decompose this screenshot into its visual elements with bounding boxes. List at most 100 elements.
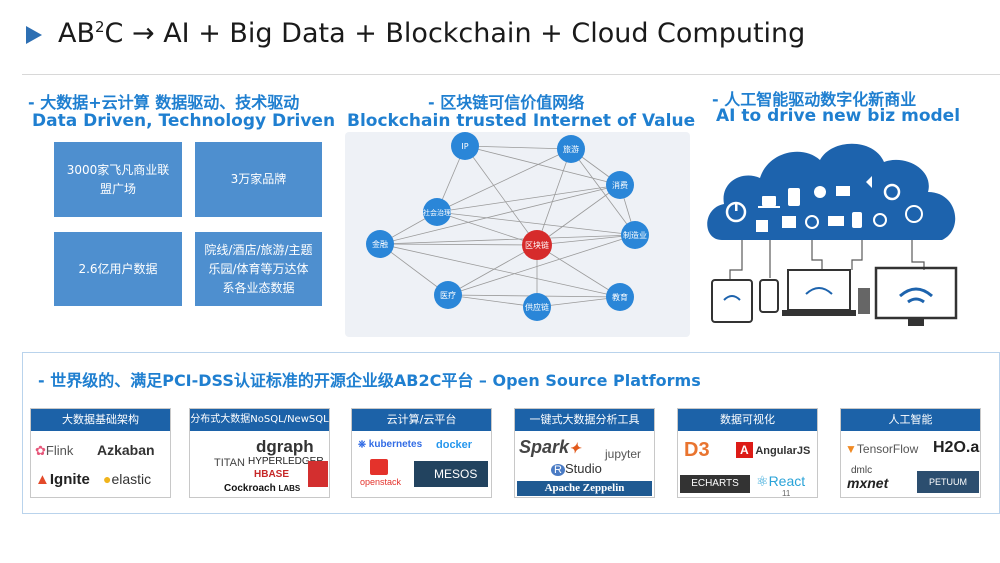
- network-edge: [379, 243, 621, 299]
- mobile-icon: [852, 212, 862, 228]
- network-node-circle: [451, 132, 479, 160]
- dgraph-logo: dgraph: [256, 437, 314, 456]
- echarts-logo: ECHARTS: [680, 475, 750, 493]
- network-edge: [379, 242, 538, 247]
- cloud-icon: [707, 143, 956, 240]
- network-node: 社会治理: [423, 198, 451, 226]
- angularjs-logo: A AngularJS: [736, 442, 810, 458]
- tile-business-data: 院线/酒店/旅游/主题乐园/体育等万达体系各业态数据: [195, 232, 322, 306]
- network-edge: [436, 211, 636, 237]
- d3-logo: D3: [684, 439, 710, 461]
- hyperledger-logo: HYPERLEDGER: [248, 456, 324, 467]
- hbase-logo: HBASE: [254, 469, 290, 480]
- network-node: 医疗: [434, 281, 462, 309]
- page-number: 11: [782, 489, 791, 498]
- network-node-label: 消费: [612, 180, 628, 190]
- monitor-device: [874, 266, 958, 326]
- mail-icon: [836, 186, 850, 196]
- network-node-circle: [606, 283, 634, 311]
- network-node-circle: [621, 221, 649, 249]
- category-title: 人工智能: [841, 409, 980, 431]
- dmlc-logo: dmlc: [851, 465, 873, 476]
- title-arrow-icon: [26, 26, 42, 44]
- titan-logo: TITAN: [214, 457, 245, 469]
- bigdata-heading-en: Data Driven, Technology Driven: [32, 111, 336, 131]
- network-edge: [447, 294, 538, 309]
- network-edge: [570, 148, 636, 236]
- network-edge: [436, 184, 621, 214]
- network-node-label: 供应链: [525, 302, 549, 312]
- category-title: 数据可视化: [678, 409, 817, 431]
- laptop-device: [782, 269, 856, 316]
- jupyter-logo: jupyter: [605, 447, 642, 461]
- network-node-label: 制造业: [623, 230, 647, 240]
- category-visualization: 数据可视化 D3 A AngularJS ECHARTS ⚛React 11: [677, 408, 818, 498]
- petuum-logo: PETUUM: [917, 471, 979, 493]
- network-edge: [379, 243, 449, 296]
- azkaban-logo: Azkaban: [97, 442, 155, 458]
- network-edge: [536, 148, 572, 246]
- network-node-circle: [366, 230, 394, 258]
- network-node-label: 金融: [372, 239, 388, 249]
- chat-icon: [756, 220, 768, 232]
- laptop-icon: [762, 196, 776, 206]
- phone-device: [759, 279, 779, 313]
- network-node: 区块链: [522, 230, 552, 260]
- network-edge: [379, 234, 636, 246]
- mesos-logo: MESOS: [414, 461, 488, 487]
- category-nosql: 分布式大数据NoSQL/NewSQL dgraph TITAN HYPERLED…: [189, 408, 330, 498]
- envelope-icon: [828, 216, 844, 226]
- zeppelin-logo: Apache Zeppelin: [517, 481, 652, 496]
- tile-users: 2.6亿用户数据: [54, 232, 182, 306]
- network-edge: [436, 148, 572, 213]
- wifi-icon: [873, 213, 887, 227]
- ai-heading-en: AI to drive new biz model: [716, 106, 961, 126]
- network-edge: [464, 145, 538, 246]
- ai-cloud-illustration: [707, 143, 958, 326]
- recycle-icon: [805, 215, 819, 229]
- gear-icon: [814, 186, 826, 198]
- react-logo: ⚛React: [756, 473, 806, 489]
- kubernetes-logo: ⎈ kubernetes: [358, 439, 423, 450]
- network-node-circle: [434, 281, 462, 309]
- blockchain-heading-en: Blockchain trusted Internet of Value: [347, 111, 696, 131]
- network-node-circle: [557, 135, 585, 163]
- bigdata-heading-cn: - 大数据+云计算 数据驱动、技术驱动: [28, 93, 300, 112]
- network-edge: [464, 145, 621, 187]
- network-edge: [536, 244, 621, 298]
- network-node-label: 医疗: [440, 290, 456, 300]
- network-edge: [447, 244, 538, 296]
- docker-logo: docker: [436, 439, 473, 451]
- network-edge: [436, 211, 538, 246]
- server-device: [858, 288, 870, 314]
- network-edge: [536, 234, 636, 247]
- network-node: IP: [451, 132, 479, 160]
- platforms-panel: [22, 352, 1000, 514]
- slide-title: AB2C → AI + Big Data + Blockchain + Clou…: [58, 18, 806, 49]
- network-node: 消费: [606, 171, 634, 199]
- cockroach-logo: Cockroach LABS: [224, 483, 301, 494]
- category-cloud: 云计算/云平台 ⎈ kubernetes docker openstack ME…: [351, 408, 492, 498]
- mxnet-logo: mxnet: [847, 475, 889, 491]
- spark-logo: Spark✦: [519, 437, 581, 457]
- tile-brands: 3万家品牌: [195, 142, 322, 217]
- network-edge: [464, 145, 572, 151]
- h2o-logo: H2O.ai: [933, 439, 981, 456]
- openstack-icon: [370, 459, 388, 475]
- network-edge: [536, 184, 621, 246]
- network-node: 制造业: [621, 221, 649, 249]
- tablet-device: [711, 279, 753, 323]
- blockchain-heading-cn: - 区块链可信价值网络: [428, 93, 585, 112]
- network-edge: [379, 184, 621, 246]
- power-icon-bar: [735, 202, 738, 211]
- network-node: 旅游: [557, 135, 585, 163]
- network-node-label: 旅游: [563, 144, 579, 154]
- network-node-label: 区块链: [525, 240, 549, 250]
- network-node-circle: [522, 230, 552, 260]
- network-node-label: 社会治理: [423, 208, 451, 217]
- ai-heading-cn: - 人工智能驱动数字化新商业: [712, 90, 917, 109]
- headphones-icon: [883, 183, 901, 201]
